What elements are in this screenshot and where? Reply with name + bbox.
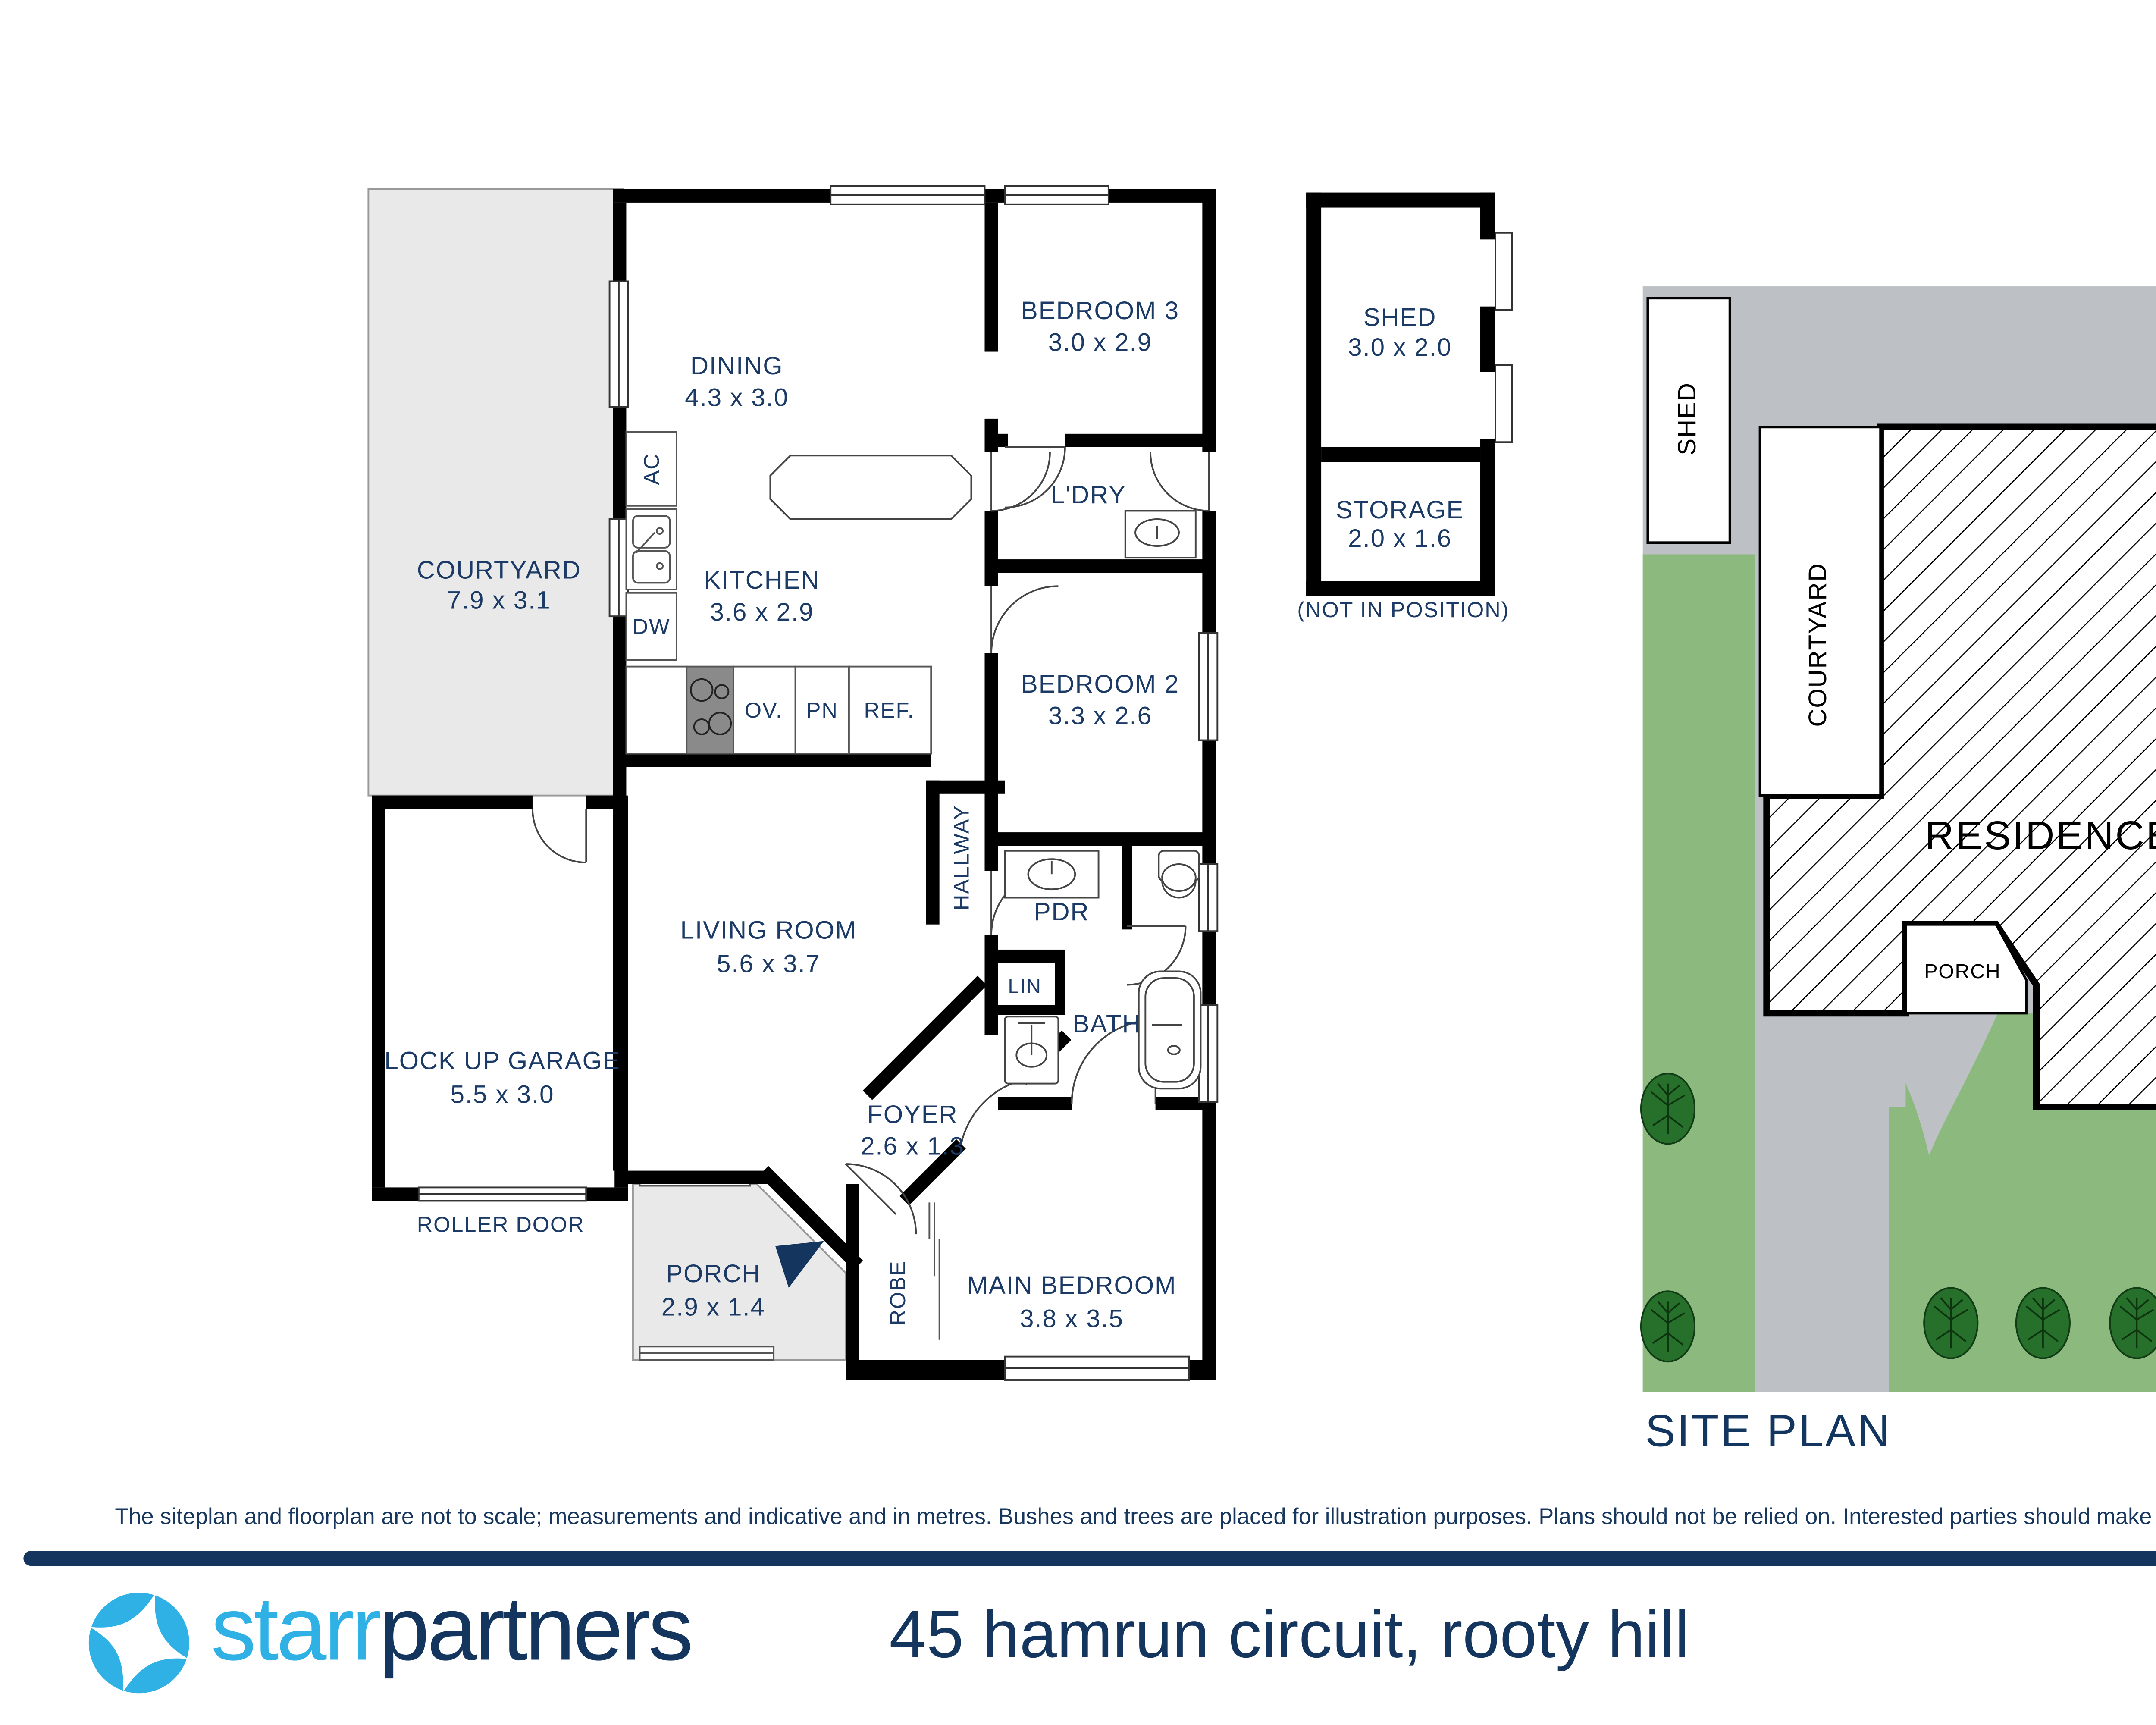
site-shed-box bbox=[1646, 297, 1731, 544]
tree-icon bbox=[2015, 1287, 2071, 1359]
driveway bbox=[1767, 1013, 1906, 1392]
shed-label: SHED bbox=[1363, 304, 1437, 332]
roller-door-label: ROLLER DOOR bbox=[417, 1211, 585, 1237]
windows bbox=[417, 185, 1219, 1381]
floorplan-walls bbox=[372, 189, 1216, 1380]
shed-note: (NOT IN POSITION) bbox=[1297, 597, 1510, 622]
storage-dims: 2.0 x 1.6 bbox=[1348, 525, 1452, 554]
brand-logo: starrpartners bbox=[91, 1584, 693, 1675]
site-residence-label: RESIDENCE bbox=[1925, 814, 2156, 859]
room-label-main-bedroom: MAIN BEDROOM bbox=[967, 1272, 1177, 1301]
room-label-foyer: FOYER bbox=[867, 1101, 958, 1130]
room-label-lin: LIN bbox=[1008, 975, 1042, 998]
room-dims-courtyard: 7.9 x 3.1 bbox=[447, 587, 551, 616]
appliance-ac-label: AC bbox=[639, 453, 664, 485]
room-dims-garage: 5.5 x 3.0 bbox=[450, 1081, 555, 1110]
robe-slider bbox=[928, 1202, 940, 1340]
room-dims-bedroom2: 3.3 x 2.6 bbox=[1048, 703, 1152, 731]
room-label-porch: PORCH bbox=[666, 1260, 761, 1289]
room-label-garage: LOCK UP GARAGE bbox=[384, 1048, 620, 1076]
room-dims-kitchen: 3.6 x 2.9 bbox=[710, 599, 814, 627]
appliance-pantry-label: PN bbox=[806, 697, 838, 723]
tree-icon bbox=[2109, 1287, 2156, 1359]
room-label-pdr: PDR bbox=[1034, 898, 1090, 927]
appliance-oven-label: OV. bbox=[744, 697, 783, 723]
porch-direction-marker bbox=[775, 1241, 824, 1288]
wet-area-fixtures bbox=[1004, 510, 1202, 1090]
outbuilding bbox=[1306, 192, 1513, 596]
siteplan-title: SITE PLAN bbox=[1645, 1406, 1892, 1456]
room-label-dining: DINING bbox=[690, 352, 783, 381]
room-dims-living: 5.6 x 3.7 bbox=[717, 950, 821, 979]
floorplan-courtyard-area bbox=[367, 188, 624, 797]
room-dims-dining: 4.3 x 3.0 bbox=[685, 384, 789, 413]
door-arcs bbox=[532, 446, 1210, 1235]
room-dims-bedroom3: 3.0 x 2.9 bbox=[1048, 329, 1152, 358]
room-dims-porch: 2.9 x 1.4 bbox=[661, 1294, 765, 1323]
kitchen-fixtures bbox=[625, 431, 972, 755]
site-porch-label: PORCH bbox=[1924, 960, 2001, 983]
brand-second: partners bbox=[379, 1579, 694, 1680]
room-label-living: LIVING ROOM bbox=[680, 917, 857, 946]
brand-first: starr bbox=[211, 1579, 382, 1680]
room-label-courtyard: COURTYARD bbox=[417, 557, 581, 586]
room-label-hallway: HALLWAY bbox=[949, 804, 974, 911]
room-dims-foyer: 2.6 x 1.3 bbox=[861, 1133, 965, 1162]
disclaimer-text: The siteplan and floorplan are not to sc… bbox=[115, 1504, 2156, 1529]
appliance-dw-label: DW bbox=[632, 614, 671, 639]
site-courtyard-label: COURTYARD bbox=[1804, 562, 1833, 727]
room-label-laundry: L'DRY bbox=[1050, 481, 1126, 510]
room-label-bedroom2: BEDROOM 2 bbox=[1021, 671, 1179, 699]
tree-icon bbox=[1640, 1073, 1696, 1145]
divider-bar bbox=[23, 1551, 2156, 1566]
appliance-fridge-label: REF. bbox=[864, 697, 915, 723]
driveway-branch bbox=[1889, 1013, 1998, 1156]
storage-label: STORAGE bbox=[1335, 496, 1464, 525]
shed-dims: 3.0 x 2.0 bbox=[1348, 334, 1452, 363]
property-address: 45 hamrun circuit, rooty hill bbox=[889, 1598, 1690, 1672]
tree-icon bbox=[1923, 1287, 1979, 1359]
brand-logo-icon bbox=[88, 1593, 189, 1694]
room-label-bedroom3: BEDROOM 3 bbox=[1021, 297, 1179, 326]
siteplan-graphics bbox=[1640, 286, 2156, 1392]
robe-label: ROBE bbox=[885, 1260, 910, 1326]
site-courtyard-box bbox=[1758, 426, 1882, 797]
room-dims-main-bedroom: 3.8 x 3.5 bbox=[1019, 1305, 1124, 1334]
room-label-kitchen: KITCHEN bbox=[704, 567, 820, 596]
room-label-bath: BATH bbox=[1072, 1010, 1141, 1039]
tree-icon bbox=[1640, 1290, 1696, 1363]
site-porch-box bbox=[1904, 923, 2028, 1015]
site-shed-label: SHED bbox=[1673, 382, 1702, 455]
